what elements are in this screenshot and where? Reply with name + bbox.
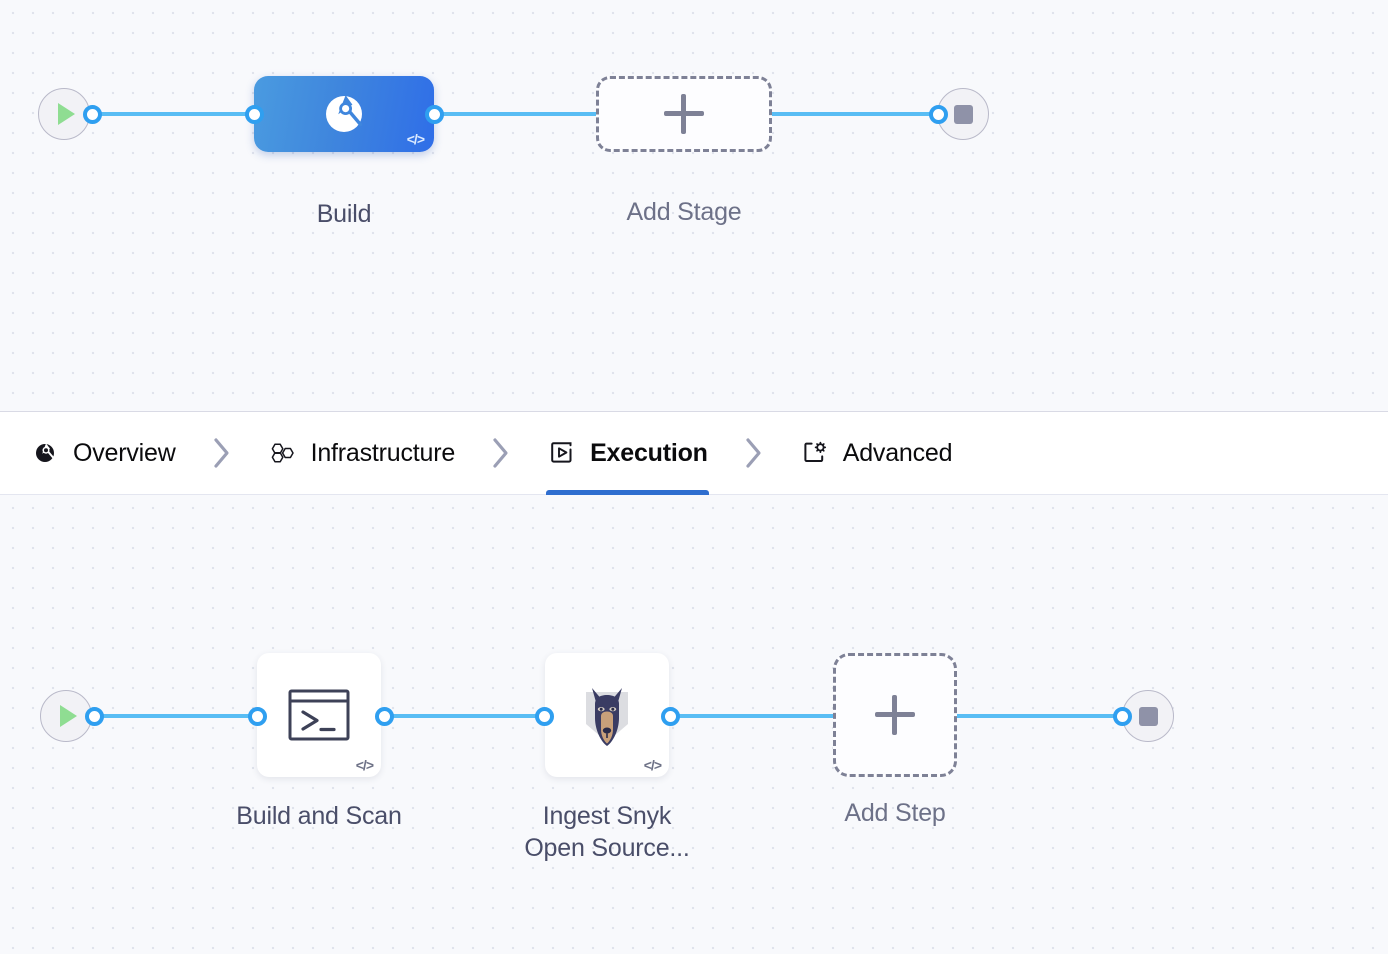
play-icon <box>58 103 75 125</box>
add-step-node[interactable] <box>833 653 957 777</box>
stages-start-node[interactable] <box>38 88 90 140</box>
stage-node-build-label: Build <box>316 200 372 228</box>
code-badge-icon: </> <box>406 131 425 147</box>
add-stage-node[interactable] <box>596 76 772 152</box>
add-stage-label: Add Stage <box>626 198 742 226</box>
plus-icon <box>875 695 915 735</box>
terminal-icon <box>286 687 352 743</box>
port-snyk-out[interactable] <box>661 707 680 726</box>
port-start-out[interactable] <box>83 105 102 124</box>
chevron-right-icon <box>176 436 268 470</box>
stop-icon <box>1138 706 1158 726</box>
play-icon <box>60 705 77 727</box>
step-node-build-and-scan-label: Build and Scan <box>236 802 402 830</box>
port-buildscan-out[interactable] <box>375 707 394 726</box>
port-build-in[interactable] <box>245 105 264 124</box>
execution-icon <box>547 438 577 468</box>
step-node-ingest-snyk-label: Ingest Snyk Open Source... <box>507 800 707 864</box>
port-stages-end-in[interactable] <box>929 105 948 124</box>
port-build-out[interactable] <box>425 105 444 124</box>
step-label-line1: Ingest Snyk <box>542 802 672 830</box>
link-start-to-buildscan <box>90 714 268 718</box>
infrastructure-icon <box>268 438 298 468</box>
tab-advanced[interactable]: Advanced <box>800 411 953 495</box>
link-build-to-addstage <box>428 112 608 116</box>
tab-execution-label: Execution <box>590 438 708 467</box>
tab-overview[interactable]: Overview <box>30 411 176 495</box>
tab-infrastructure[interactable]: Infrastructure <box>268 411 455 495</box>
stages-canvas[interactable]: </> Build Add Stage <box>0 0 1388 411</box>
step-config-tabbar: Overview Infrastructure <box>0 411 1388 495</box>
step-node-build-and-scan[interactable]: </> <box>257 653 381 777</box>
link-start-to-build <box>88 112 264 116</box>
snyk-doberman-icon <box>576 680 638 750</box>
tab-execution[interactable]: Execution <box>546 411 709 495</box>
link-addstage-to-end <box>770 112 948 116</box>
plus-icon <box>664 94 704 134</box>
build-scan-icon <box>322 92 366 136</box>
advanced-icon <box>800 438 830 468</box>
link-snyk-to-addstep <box>664 714 840 718</box>
stage-node-build[interactable]: </> <box>254 76 434 152</box>
port-snyk-in[interactable] <box>535 707 554 726</box>
chevron-right-icon-3 <box>708 436 800 470</box>
stop-icon <box>953 104 973 124</box>
port-steps-end-in[interactable] <box>1113 707 1132 726</box>
code-badge-icon: </> <box>643 757 662 773</box>
tab-advanced-label: Advanced <box>842 438 953 467</box>
link-buildscan-to-snyk <box>378 714 554 718</box>
tab-overview-label: Overview <box>73 438 176 467</box>
stages-end-node[interactable] <box>937 88 989 140</box>
steps-canvas[interactable]: </> Build and Scan <box>0 495 1388 954</box>
port-steps-start-out[interactable] <box>85 707 104 726</box>
add-step-label: Add Step <box>844 799 946 827</box>
code-badge-icon: </> <box>355 757 374 773</box>
link-addstep-to-end <box>954 714 1132 718</box>
overview-icon <box>30 438 60 468</box>
tab-infrastructure-label: Infrastructure <box>310 438 456 467</box>
port-buildscan-in[interactable] <box>248 707 267 726</box>
chevron-right-icon-2 <box>455 436 547 470</box>
step-node-ingest-snyk-open-source[interactable]: </> <box>545 653 669 777</box>
step-label-line2: Open Source... <box>524 834 690 862</box>
